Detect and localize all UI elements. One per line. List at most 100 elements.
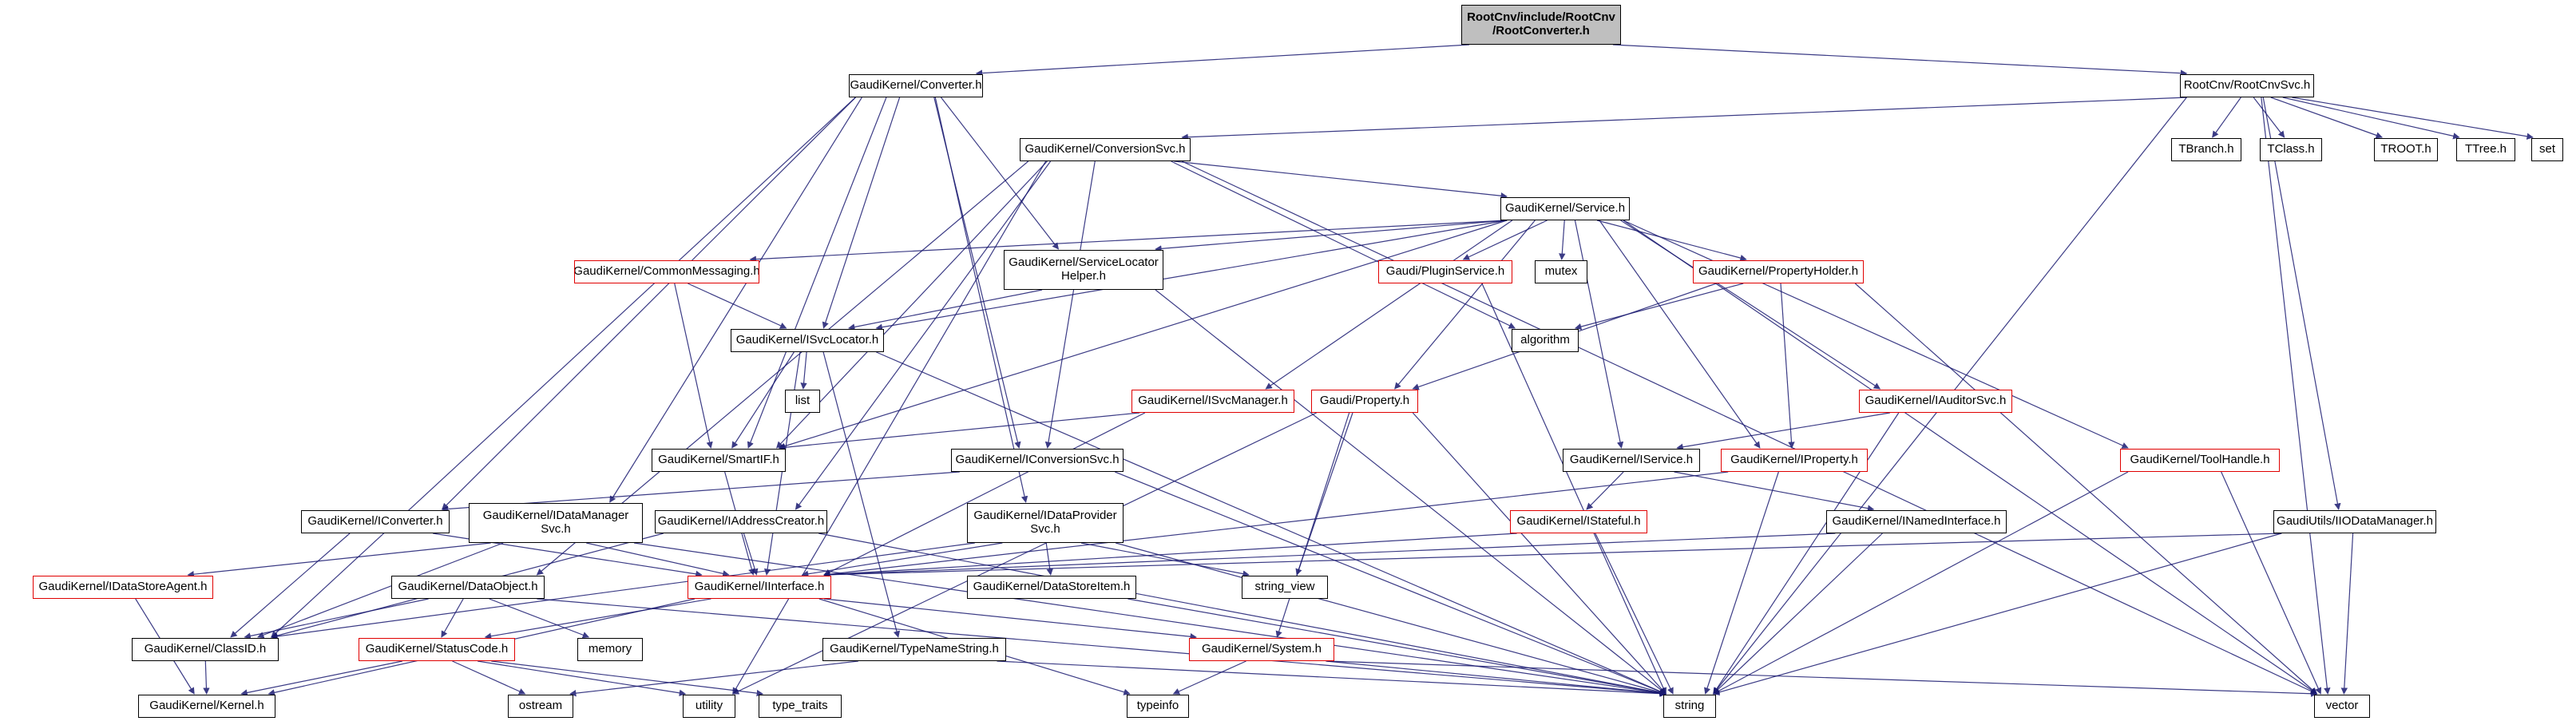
node-typenamestring[interactable]: GaudiKernel/TypeNameString.h (822, 638, 1006, 661)
node-statuscode[interactable]: GaudiKernel/StatusCode.h (359, 638, 515, 661)
node-algorithm: algorithm (1512, 329, 1579, 352)
include-edge-dataobject-statuscode (441, 598, 464, 638)
include-edge-propertyholder-vector (1854, 283, 2318, 695)
include-edge-iservice-istateful (1586, 471, 1624, 510)
node-classid[interactable]: GaudiKernel/ClassID.h (132, 638, 279, 661)
node-iservice[interactable]: GaudiKernel/IService.h (1563, 449, 1700, 472)
node-conversionsvc[interactable]: GaudiKernel/ConversionSvc.h (1020, 138, 1191, 161)
node-idatastoreagent[interactable]: GaudiKernel/IDataStoreAgent.h (33, 576, 213, 599)
include-edge-isvclocator-smartif (731, 351, 795, 449)
node-iauditorsvc[interactable]: GaudiKernel/IAuditorSvc.h (1859, 390, 2012, 413)
include-edge-rootcnvsvc-conversionsvc (1181, 97, 2187, 141)
include-edge-service-iservice (1574, 220, 1624, 449)
include-edge-iiodatamanager-string (1712, 533, 2282, 695)
node-memory: memory (577, 638, 643, 661)
include-edge-isvclocator-list (800, 351, 807, 390)
include-edge-isvclocator-typenamestring (822, 351, 901, 638)
node-string: string (1663, 695, 1716, 718)
node-tclass: TClass.h (2260, 138, 2322, 161)
include-edge-rootcnvsvc-tbranch (2212, 97, 2241, 138)
include-edge-service-toolhandle (1623, 220, 2129, 449)
node-iproperty[interactable]: GaudiKernel/IProperty.h (1721, 449, 1868, 472)
node-dataobject[interactable]: GaudiKernel/DataObject.h (391, 576, 545, 599)
node-iiodatamanager[interactable]: GaudiUtils/IIODataManager.h (2273, 510, 2436, 533)
include-edge-typenamestring-ostream (569, 660, 858, 697)
include-edge-idataprovidersvc-iinterface (801, 542, 1003, 577)
include-edge-service-servicelocatorhelper (1155, 220, 1508, 252)
node-typetraits: type_traits (759, 695, 842, 718)
node-utility: utility (683, 695, 735, 718)
include-edge-statuscode-ostream (452, 660, 526, 695)
include-edge-statuscode-utility (478, 660, 687, 696)
include-edge-commonmessaging-smartif (674, 283, 713, 449)
node-datastoreitem[interactable]: GaudiKernel/DataStoreItem.h (967, 576, 1136, 599)
include-edge-idataprovidersvc-stringview (1080, 542, 1250, 577)
node-rootcnvsvc[interactable]: RootCnv/RootCnvSvc.h (2180, 74, 2314, 97)
node-smartif[interactable]: GaudiKernel/SmartIF.h (652, 449, 786, 472)
node-list: list (785, 390, 820, 413)
node-idataprovidersvc[interactable]: GaudiKernel/IDataProvider Svc.h (967, 503, 1124, 543)
node-service[interactable]: GaudiKernel/Service.h (1500, 197, 1630, 220)
include-edge-rootcnvsvc-ttree (2282, 97, 2460, 140)
node-system[interactable]: GaudiKernel/System.h (1189, 638, 1334, 661)
include-edge-propertyholder-iproperty (1780, 283, 1795, 449)
include-edge-service-iproperty (1599, 220, 1761, 449)
include-edge-istateful-iinterface (823, 533, 1517, 578)
include-edge-conversionsvc-vector (1182, 160, 2318, 695)
include-edge-service-property (1394, 220, 1536, 390)
include-edge-dataobject-string (537, 598, 1667, 697)
include-edge-service-smartif (778, 220, 1508, 450)
node-root[interactable]: RootCnv/include/RootCnv /RootConverter.h (1461, 5, 1621, 45)
include-edge-idatamanagersvc-classid (257, 542, 504, 639)
include-edge-conversionsvc-iconversionsvc (1044, 160, 1096, 449)
node-idatamanagersvc[interactable]: GaudiKernel/IDataManager Svc.h (469, 503, 643, 543)
include-edge-service-pluginservice (1462, 220, 1548, 260)
include-edge-isvclocator-string (876, 351, 1667, 695)
include-edge-iiodatamanager-iinterface (823, 533, 2282, 578)
node-servicelocatorhelper[interactable]: GaudiKernel/ServiceLocator Helper.h (1004, 250, 1163, 290)
include-edge-service-isvclocator (875, 220, 1508, 331)
node-converter[interactable]: GaudiKernel/Converter.h (849, 74, 983, 97)
node-commonmessaging[interactable]: GaudiKernel/CommonMessaging.h (574, 260, 759, 283)
include-edge-service-commonmessaging (749, 220, 1508, 263)
include-edge-conversionsvc-smartif (776, 160, 1048, 449)
include-edge-dataobject-memory (489, 598, 590, 639)
include-edge-system-vector (1326, 660, 2318, 697)
include-edge-converter-classid (271, 97, 856, 638)
node-tbranch: TBranch.h (2171, 138, 2241, 161)
include-edge-iservice-inamedinterface (1674, 471, 1875, 512)
include-edge-conversionsvc-service (1174, 160, 1508, 200)
include-edge-datastoreitem-string (1127, 598, 1667, 696)
include-edge-converter-servicelocatorhelper (941, 97, 1060, 250)
node-property[interactable]: Gaudi/Property.h (1311, 390, 1418, 413)
node-iconversionsvc[interactable]: GaudiKernel/IConversionSvc.h (951, 449, 1124, 472)
node-inamedinterface[interactable]: GaudiKernel/INamedInterface.h (1826, 510, 2007, 533)
include-edge-rootcnvsvc-tclass (2253, 97, 2285, 138)
node-istateful[interactable]: GaudiKernel/IStateful.h (1510, 510, 1647, 533)
include-edge-system-string (1326, 660, 1667, 697)
include-edge-rootcnvsvc-troot (2270, 97, 2383, 139)
include-edge-iaddresscreator-string (818, 533, 1667, 696)
node-vector: vector (2314, 695, 2370, 718)
node-iinterface[interactable]: GaudiKernel/IInterface.h (688, 576, 831, 599)
node-isvclocator[interactable]: GaudiKernel/ISvcLocator.h (731, 329, 884, 352)
include-edge-propertyholder-algorithm (1574, 283, 1744, 331)
include-edge-inamedinterface-iinterface (823, 533, 1836, 578)
node-stringview: string_view (1242, 576, 1328, 599)
node-propertyholder[interactable]: GaudiKernel/PropertyHolder.h (1693, 260, 1864, 283)
include-edge-converter-smartif (747, 97, 887, 449)
include-edge-toolhandle-vector (2221, 471, 2322, 695)
node-toolhandle[interactable]: GaudiKernel/ToolHandle.h (2120, 449, 2280, 472)
node-pluginservice[interactable]: Gaudi/PluginService.h (1378, 260, 1512, 283)
include-edge-istateful-string (1595, 533, 1674, 695)
node-iconverter[interactable]: GaudiKernel/IConverter.h (301, 510, 450, 533)
include-edge-service-propertyholder (1596, 220, 1747, 262)
include-edge-converter-iconversionsvc (933, 97, 1021, 449)
include-edge-idataprovidersvc-string (1116, 542, 1667, 696)
node-kernel[interactable]: GaudiKernel/Kernel.h (138, 695, 275, 718)
node-iaddresscreator[interactable]: GaudiKernel/IAddressCreator.h (655, 510, 827, 533)
node-isvcmanager[interactable]: GaudiKernel/ISvcManager.h (1131, 390, 1294, 413)
include-edge-conversionsvc-iaddresscreator (795, 160, 1052, 510)
include-edge-idatamanagersvc-string (634, 542, 1667, 697)
include-edge-service-isvcmanager (1265, 220, 1513, 390)
